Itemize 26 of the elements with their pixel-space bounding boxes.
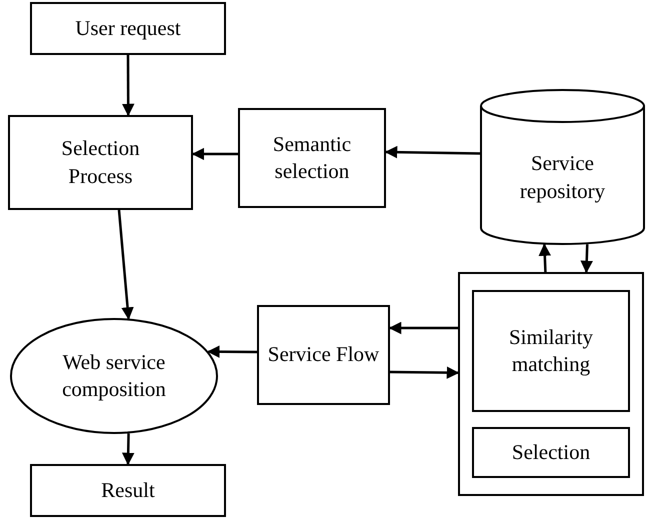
arrow xyxy=(122,55,134,116)
process-box xyxy=(8,115,193,210)
node-label: Web service composition xyxy=(61,348,167,403)
node-label: Service repository xyxy=(518,150,606,204)
arrow xyxy=(538,243,552,272)
process-box xyxy=(30,2,226,55)
arrow xyxy=(388,322,458,334)
node-label: Similarity matching xyxy=(508,324,594,378)
process-box xyxy=(472,427,630,478)
node-label: Selection Process xyxy=(60,135,141,190)
node-label: User request xyxy=(74,14,182,42)
arrow xyxy=(207,345,257,358)
arrow xyxy=(580,244,593,274)
process-box xyxy=(257,305,390,405)
process-box xyxy=(30,464,226,517)
node-label: Service Flow xyxy=(266,341,380,368)
arrow xyxy=(118,210,134,320)
node-label: Result xyxy=(100,476,156,504)
arrow xyxy=(384,146,480,158)
node-label: Semantic selection xyxy=(272,130,352,185)
process-box xyxy=(472,290,630,412)
node-label: Selection xyxy=(510,438,592,466)
arrow xyxy=(192,148,238,160)
arrow xyxy=(390,366,460,379)
process-box xyxy=(238,108,386,208)
arrow xyxy=(122,433,134,466)
